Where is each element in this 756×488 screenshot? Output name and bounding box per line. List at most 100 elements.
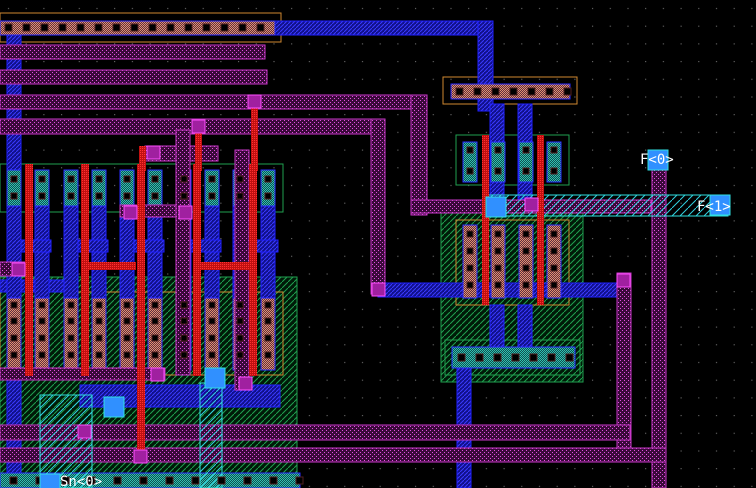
contact[interactable] (112, 23, 121, 32)
pdiff-finger[interactable] (63, 297, 79, 371)
select-box-right[interactable] (455, 219, 570, 306)
contact[interactable] (236, 301, 244, 309)
contact[interactable] (180, 351, 188, 359)
poly-lower[interactable] (137, 376, 145, 456)
contact[interactable] (38, 175, 46, 183)
contact[interactable] (165, 476, 174, 485)
ndiff-finger[interactable] (91, 169, 107, 207)
ndiff-finger[interactable] (34, 169, 50, 207)
via[interactable] (77, 424, 92, 439)
pdiff-finger[interactable] (260, 297, 276, 371)
contact[interactable] (466, 281, 474, 289)
ndiff-finger[interactable] (6, 169, 22, 207)
contact[interactable] (67, 351, 75, 359)
via[interactable] (616, 273, 631, 288)
contact[interactable] (95, 351, 103, 359)
contact[interactable] (527, 87, 536, 96)
contact[interactable] (95, 192, 103, 200)
contact[interactable] (236, 192, 244, 200)
contact[interactable] (148, 23, 157, 32)
contact[interactable] (457, 353, 466, 362)
contact[interactable] (466, 167, 474, 175)
contact[interactable] (494, 230, 502, 238)
contact[interactable] (529, 353, 538, 362)
metal1-right-d[interactable] (517, 304, 533, 351)
via[interactable] (150, 367, 165, 382)
contact[interactable] (217, 476, 226, 485)
contact[interactable] (123, 351, 131, 359)
contact[interactable] (545, 87, 554, 96)
via-contact[interactable] (204, 367, 226, 389)
contact[interactable] (151, 301, 159, 309)
pdiff-finger-right[interactable] (518, 224, 534, 299)
contact[interactable] (180, 334, 188, 342)
via-contact[interactable] (485, 196, 507, 218)
contact[interactable] (10, 351, 18, 359)
contact[interactable] (10, 301, 18, 309)
contact[interactable] (264, 301, 272, 309)
contact[interactable] (113, 476, 122, 485)
net-label-f0[interactable]: F<0> (640, 152, 674, 168)
ndiff-finger[interactable] (204, 169, 220, 207)
contact[interactable] (466, 230, 474, 238)
metal2-bus-3[interactable] (0, 94, 428, 110)
pdiff-finger[interactable] (147, 297, 163, 371)
poly-gate[interactable] (137, 164, 145, 376)
metal2-bus-lower-2[interactable] (0, 447, 667, 463)
via[interactable] (146, 145, 161, 160)
contact[interactable] (180, 175, 188, 183)
metal3-lower-left[interactable] (39, 394, 93, 488)
contact[interactable] (10, 192, 18, 200)
metal3-f1-bar[interactable] (483, 194, 729, 217)
contact[interactable] (38, 301, 46, 309)
contact[interactable] (236, 175, 244, 183)
via[interactable] (11, 262, 26, 277)
contact[interactable] (180, 301, 188, 309)
contact[interactable] (10, 317, 18, 325)
contact[interactable] (123, 334, 131, 342)
metal2-bus-1[interactable] (0, 44, 266, 60)
via-contact[interactable] (39, 473, 61, 488)
contact[interactable] (38, 192, 46, 200)
via[interactable] (371, 282, 386, 297)
contact[interactable] (139, 476, 148, 485)
contact[interactable] (550, 167, 558, 175)
poly-jumper-1[interactable] (81, 262, 136, 270)
via[interactable] (247, 94, 262, 109)
contact[interactable] (123, 301, 131, 309)
via[interactable] (524, 197, 539, 212)
ndiff-finger[interactable] (147, 169, 163, 207)
contact[interactable] (208, 334, 216, 342)
contact[interactable] (494, 264, 502, 272)
net-label-sn0[interactable]: Sn<0> (60, 474, 103, 488)
contact[interactable] (61, 476, 70, 485)
contact[interactable] (550, 247, 558, 255)
metal1-right-c[interactable] (489, 304, 505, 351)
contact[interactable] (208, 192, 216, 200)
contact[interactable] (466, 247, 474, 255)
ndiff-finger[interactable] (260, 169, 276, 207)
contact[interactable] (151, 334, 159, 342)
contact[interactable] (180, 317, 188, 325)
poly-gate-right-1[interactable] (482, 135, 489, 305)
contact[interactable] (522, 230, 530, 238)
contact[interactable] (238, 23, 247, 32)
contact[interactable] (67, 192, 75, 200)
contact[interactable] (455, 87, 464, 96)
contact[interactable] (123, 192, 131, 200)
contact[interactable] (67, 317, 75, 325)
contact[interactable] (94, 23, 103, 32)
pdiff-finger-right[interactable] (462, 224, 478, 299)
contact[interactable] (184, 23, 193, 32)
contact[interactable] (87, 476, 96, 485)
poly-riser-2[interactable] (195, 126, 202, 171)
select-box-right-top[interactable] (442, 76, 578, 105)
contact[interactable] (264, 317, 272, 325)
contact[interactable] (76, 23, 85, 32)
contact[interactable] (208, 175, 216, 183)
poly-jumper-2[interactable] (193, 262, 253, 270)
contact[interactable] (95, 334, 103, 342)
contact[interactable] (511, 353, 520, 362)
pdiff-finger[interactable] (119, 297, 135, 371)
